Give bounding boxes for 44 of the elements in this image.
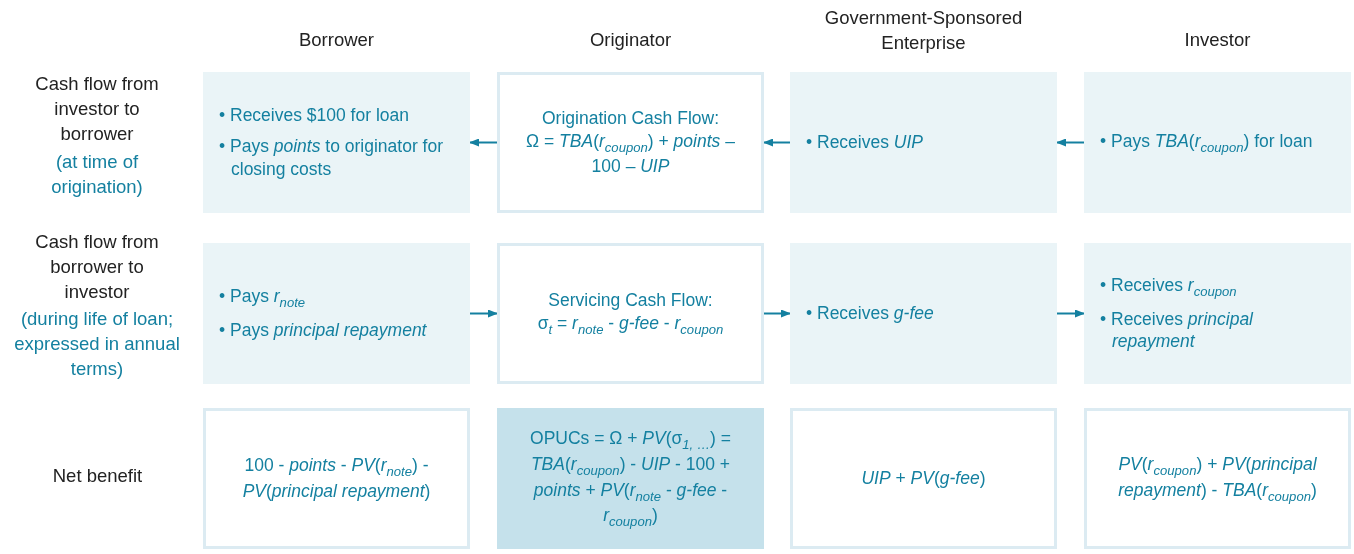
arrow: [1056, 309, 1085, 318]
flow-box: [790, 243, 1057, 384]
cell-text: PV(r$_{coupon}$) + PV(principal repayment) - TBA(r$_{coupon}$): [1117, 452, 1318, 505]
bullet-item: • Receives principal repayment: [1100, 307, 1255, 354]
arrow: [1056, 138, 1085, 147]
flow-box: [203, 72, 470, 213]
row-header: Cash flow from investor to borrower: [34, 72, 160, 146]
arrow: [763, 138, 791, 147]
bullet-item: • Pays principal repayment: [219, 318, 428, 342]
bullet-item: • Receives $100 for loan: [219, 104, 410, 128]
cell-text: Origination Cash Flow:: [542, 106, 719, 130]
column-header: Government-Sponsored Enterprise: [823, 6, 1024, 55]
bullet-item: • Pays points to originator for closing costs: [219, 135, 445, 181]
column-header: Investor: [1183, 28, 1252, 52]
flow-box: [497, 72, 764, 213]
flow-box: [1084, 408, 1351, 549]
column-header: Originator: [588, 28, 673, 52]
cell-text: 100 - points - PV(r$_{note}$) - PV(principal repayment): [241, 454, 432, 503]
flow-box: [790, 408, 1057, 549]
flow-box: [790, 72, 1057, 213]
flow-box: [203, 243, 470, 384]
cell-text: UIP + PV(g-fee): [861, 467, 986, 490]
flow-box: [1084, 72, 1351, 213]
bullet-item: • Receives g-fee: [806, 302, 935, 325]
bullet-item: • Receives UIP: [806, 131, 924, 154]
flow-box: [203, 408, 470, 549]
row-header: Cash flow from borrower to investor: [34, 230, 160, 304]
row-note: (during life of loan; expressed in annual terms): [13, 307, 181, 381]
cell-text: σ$_{t}$ = r$_{note}$ - g-fee - r$_{coupon}$: [537, 312, 724, 338]
flow-box: [497, 408, 764, 549]
bullet-item: • Pays r$_{note}$: [219, 285, 307, 311]
arrow: [469, 138, 498, 147]
column-header: Borrower: [297, 28, 376, 52]
row-note: (at time of origination): [50, 150, 144, 199]
arrow: [469, 309, 498, 318]
cell-text: OPUCs = Ω + PV(σ$_{1, …}$) = TBA(r$_{coupon}$) - UIP - 100 + points + PV(r$_{note}$ - g-fee - r$_{coupon}$): [529, 427, 732, 530]
flow-box: [1084, 243, 1351, 384]
cell-text: Ω = TBA(r$_{coupon}$) + points – 100 – UIP: [525, 129, 736, 179]
row-header: Net benefit: [51, 464, 144, 488]
bullet-item: • Receives r$_{coupon}$: [1100, 273, 1238, 300]
cell-text: Servicing Cash Flow:: [548, 289, 713, 313]
arrow: [763, 309, 791, 318]
flow-box: [497, 243, 764, 384]
bullet-item: • Pays TBA(r$_{coupon}$) for loan: [1100, 129, 1314, 156]
